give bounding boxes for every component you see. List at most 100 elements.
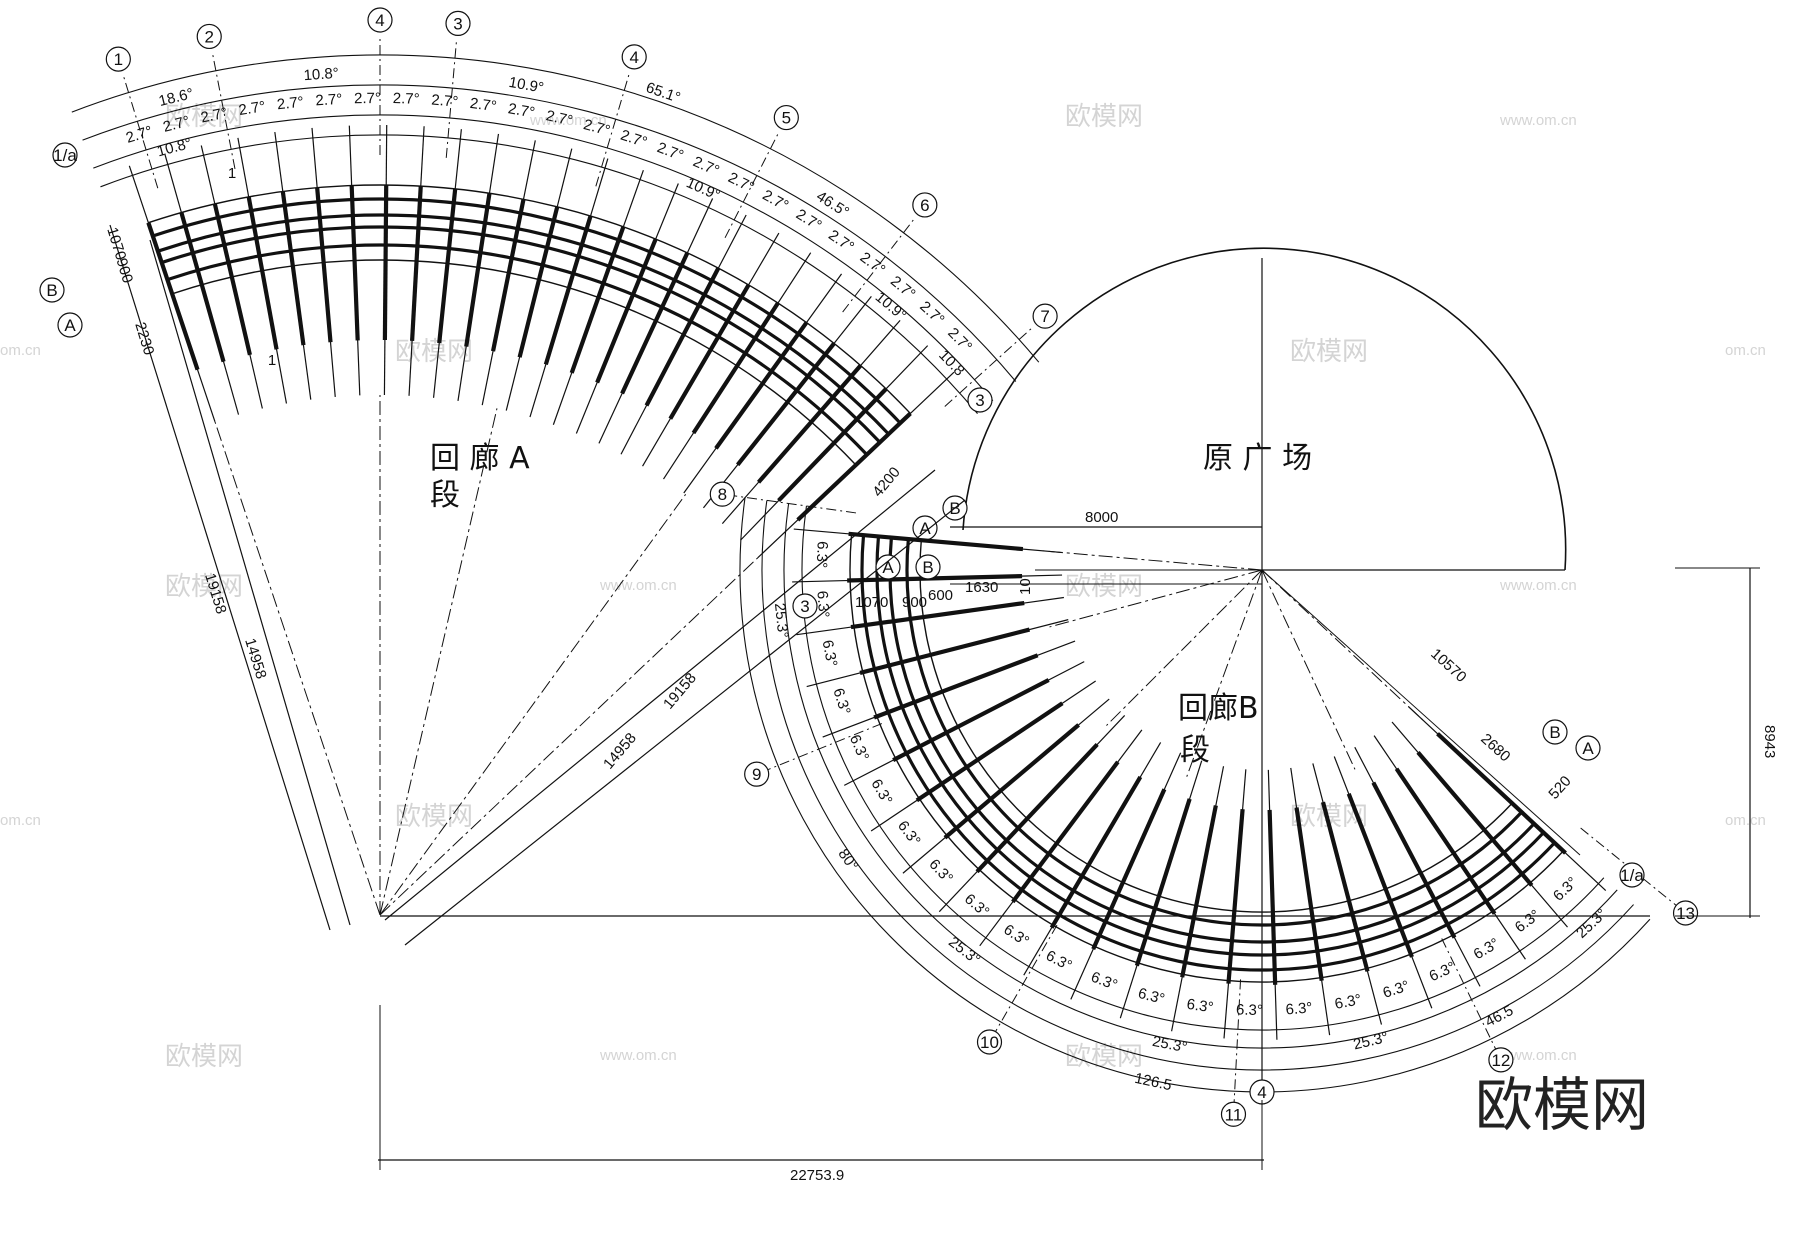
- corridor-b-grid-line: [1441, 938, 1497, 1052]
- corridor-b-rafter: [943, 723, 1080, 840]
- corridor-b-rafter: [1134, 798, 1192, 967]
- b-width-520: 520: [1545, 773, 1574, 803]
- grid-bubble-sub-circle: [1619, 862, 1645, 888]
- watermark-url: www.om.cn: [1499, 1047, 1577, 1064]
- corridor-b-step-dim: 6.3°: [1333, 991, 1363, 1013]
- dim-line: [384, 469, 936, 921]
- corridor-b-step-dim: 6.3°: [1512, 906, 1544, 936]
- corridor-a-rafter: [179, 211, 226, 363]
- corridor-a-arc-dim: 10.9°: [684, 174, 723, 204]
- corridor-b-step-dim: 6.3°: [1186, 996, 1215, 1017]
- corridor-b-step-dim: 6.3°: [894, 818, 924, 850]
- grid-bubble-a: A: [1582, 739, 1594, 758]
- watermark-url: www.om.cn: [599, 577, 677, 594]
- corridor-a-rafter: [212, 203, 252, 356]
- dim-line: [1261, 569, 1581, 856]
- corridor-b-step-dim: 6.3°: [1236, 1001, 1263, 1019]
- watermark: 欧模网: [165, 572, 243, 602]
- corridor-a-width-2230: 2230: [131, 320, 157, 357]
- corridor-a-rafter: [246, 196, 279, 350]
- corridor-b-grid-bubble: 9: [752, 765, 761, 784]
- corridor-b-step-dim: 6.3°: [813, 541, 831, 568]
- corridor-b-rafter: [1049, 775, 1143, 929]
- corridor-a-step-dim: 2.7°: [544, 107, 574, 129]
- corridor-a-rafter: [595, 238, 658, 384]
- corridor-a-grid-bubble: 2: [204, 27, 213, 46]
- grid-bubble-sub: 1/a: [53, 146, 77, 165]
- corridor-b-beam: [875, 536, 1545, 957]
- corridor-b-arc-dim: 25.3°: [1573, 905, 1610, 941]
- b-width-2680: 2680: [1477, 730, 1513, 765]
- corridor-b-step-dim: 6.3°: [867, 776, 895, 808]
- corridor-b-label: 回廊B: [1178, 691, 1259, 726]
- corridor-a-grid-line: [842, 216, 917, 313]
- corridor-a-grid-line: [211, 51, 236, 170]
- watermark: 欧模网: [1065, 102, 1143, 132]
- corridor-b-step-dim: 6.3°: [1089, 968, 1120, 993]
- corridor-b-rafter: [848, 531, 1024, 552]
- watermark: 欧模网: [165, 1042, 243, 1072]
- corridor-a-rafter: [349, 185, 360, 341]
- corridor-b-label-2: 段: [1180, 733, 1210, 768]
- corridor-b-axis: [1186, 569, 1263, 777]
- corridor-b-grid-line: [1233, 979, 1242, 1105]
- corridor-b-grid-bubble: 12: [1491, 1051, 1510, 1070]
- corridor-b-axis: [1261, 569, 1356, 770]
- corridor-a-beam: [157, 213, 890, 436]
- corridor-b-grid-bubble-circle: [709, 481, 735, 507]
- grid-bubble-b-circle: [1542, 719, 1568, 745]
- corridor-a-rafter: [644, 267, 721, 407]
- corridor-a-beam: [166, 243, 868, 456]
- b-radius-dim: 10570: [1427, 645, 1469, 686]
- corridor-b-rafter: [1267, 809, 1278, 985]
- watermark-url: www.om.cn: [599, 1047, 677, 1064]
- corridor-a-grid-bubble: 4: [375, 11, 384, 30]
- corridor-b-step-dim: 6.3°: [1381, 977, 1412, 1001]
- corridor-a-grid-line: [944, 325, 1035, 407]
- corridor-a-rafter: [543, 215, 593, 366]
- corridor-a-step-dim: 2.7°: [276, 94, 305, 114]
- corridor-b-step-dim: 6.3°: [1000, 921, 1032, 950]
- corridor-b-grid-line: [994, 924, 1058, 1034]
- corridor-a-step-dim: 2.7°: [392, 90, 419, 108]
- corridor-a-width-4200: 4200: [869, 464, 903, 500]
- corridor-b-axis: [1261, 569, 1424, 721]
- plaza-radius-dim: 8000: [1085, 509, 1118, 526]
- b-width-1070: 1070: [855, 594, 888, 611]
- corridor-a-step-dim: 2.7°: [793, 206, 825, 235]
- corridor-a-step-dim: 2.7°: [507, 100, 536, 121]
- corridor-a-rafter: [668, 283, 751, 420]
- b-width-600: 600: [928, 587, 953, 604]
- corridor-a-step-dim: 2.7°: [199, 104, 229, 126]
- corridor-a-rafter: [280, 191, 306, 346]
- corridor-a-dim-arc: [93, 114, 994, 402]
- corridor-a-step-dim: 2.7°: [354, 90, 381, 107]
- corridor-b-beam: [905, 538, 1523, 927]
- corridor-a-step-dim: 2.7°: [431, 92, 459, 111]
- corridor-b-rafter: [1346, 793, 1414, 958]
- corridor-a-rafter: [437, 188, 458, 344]
- corridor-b-axis: [1106, 569, 1263, 726]
- corridor-a: 2.7° 2.7° 2.7° 2.7° 2.7° 2.7° 2.7° 2.7° 2.7° 2.7°…: [39, 7, 1058, 916]
- corridor-a-rafter: [382, 185, 389, 341]
- corridor-a-dim-arc: [71, 54, 1040, 363]
- corridor-a-label: 回 廊 A: [430, 441, 530, 476]
- corridor-b-grid-bubble-circle: [744, 761, 770, 787]
- corridor-b-rafter: [1180, 805, 1218, 978]
- corridor-a-step-dim: 2.7°: [315, 91, 343, 110]
- corridor-a-grid-line: [122, 73, 159, 189]
- watermark: 欧模网: [1290, 337, 1368, 367]
- plaza-circle: 8000 原 广 场: [950, 247, 1567, 1100]
- corridor-a-grid-bubble: 5: [782, 109, 791, 128]
- corridor-a-grid-bubble: 6: [920, 196, 929, 215]
- corridor-a-grid-bubble-circle: [1032, 303, 1058, 329]
- corridor-a-step-dim: 2.7°: [161, 113, 191, 136]
- corridor-b-rafter: [1394, 767, 1497, 915]
- watermark: 欧模网: [395, 802, 473, 832]
- corridor-b-grid-bubble: 8: [718, 485, 727, 504]
- corridor-b-rafter: [1371, 781, 1457, 939]
- corridor-a-grid-bubble: 1: [114, 50, 123, 69]
- corridor-a-step-dim: 2.7°: [469, 95, 498, 115]
- corridor-b-arc-dim: 126.5: [1133, 1070, 1173, 1094]
